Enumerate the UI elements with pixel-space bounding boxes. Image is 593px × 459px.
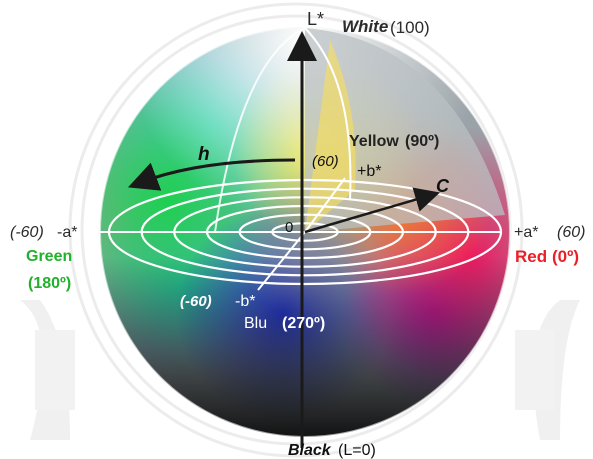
neg-a-label: -a*	[57, 224, 77, 241]
white-label: White	[342, 17, 388, 36]
origin-label: 0	[285, 219, 293, 236]
green-label: Green	[26, 248, 72, 265]
black-label: Black	[288, 442, 332, 459]
neg-b-label: -b*	[235, 293, 255, 310]
neg-b-value: (-60)	[180, 293, 212, 310]
l-star-label: L*	[307, 9, 324, 29]
blue-angle: (270º)	[282, 315, 325, 332]
b-axis-back-line	[304, 177, 346, 233]
red-angle: (0º)	[552, 247, 579, 266]
red-label: Red	[515, 247, 547, 266]
pos-b-value: (60)	[312, 153, 339, 170]
color-sphere	[100, 27, 510, 437]
pos-a-value: (60)	[557, 224, 585, 241]
white-value: (100)	[390, 18, 430, 37]
yellow-label: Yellow	[349, 133, 399, 150]
watermark-seal	[20, 2, 580, 458]
pos-b-label: +b*	[357, 163, 381, 180]
hue-arc-arrow	[127, 158, 296, 191]
neg-a-value: (-60)	[10, 224, 44, 241]
b-axis-line	[257, 231, 306, 291]
green-angle: (180º)	[28, 275, 71, 292]
chroma-symbol: C	[436, 176, 450, 196]
pos-a-label: +a*	[514, 224, 538, 241]
yellow-angle: (90º)	[405, 133, 439, 150]
hue-symbol: h	[198, 144, 210, 165]
black-value: (L=0)	[338, 442, 376, 459]
blue-label: Blu	[244, 315, 267, 332]
chroma-arrow	[304, 187, 440, 234]
